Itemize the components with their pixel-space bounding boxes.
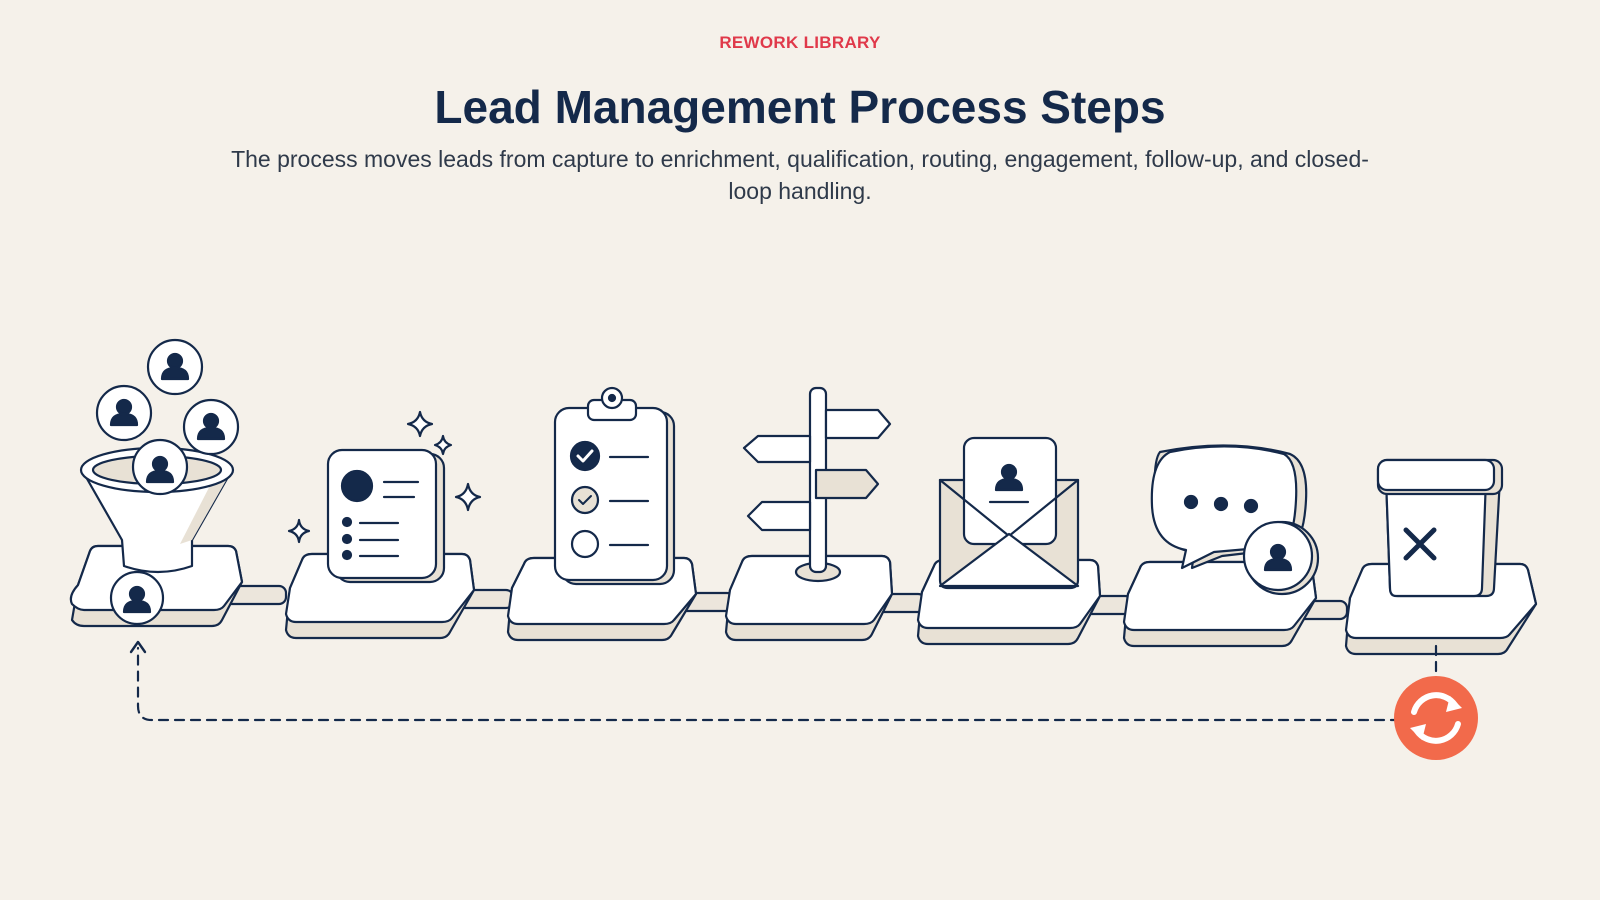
step-closed-loop xyxy=(1344,458,1538,656)
step-follow-up xyxy=(1122,444,1320,648)
profile-card-icon xyxy=(326,448,446,584)
page-subtitle: The process moves leads from capture to … xyxy=(231,146,1369,204)
bin-close-icon xyxy=(1376,458,1504,598)
envelope-icon xyxy=(938,436,1080,590)
clipboard-checklist-icon xyxy=(553,386,676,586)
sparkle-icons xyxy=(287,410,482,544)
eyebrow-label: REWORK LIBRARY xyxy=(719,33,881,52)
signpost-icon xyxy=(742,386,892,583)
lead-avatar-icons xyxy=(95,338,240,626)
step-enrichment xyxy=(284,410,482,640)
step-engagement xyxy=(916,436,1102,646)
step-qualification xyxy=(506,386,698,642)
page-title: Lead Management Process Steps xyxy=(434,81,1166,133)
step-routing xyxy=(724,386,894,642)
refresh-icon xyxy=(1394,676,1478,760)
contact-avatar-icon xyxy=(1242,520,1320,596)
feedback-loop-line xyxy=(129,640,1438,722)
step-capture xyxy=(69,338,244,628)
platform xyxy=(724,554,894,642)
